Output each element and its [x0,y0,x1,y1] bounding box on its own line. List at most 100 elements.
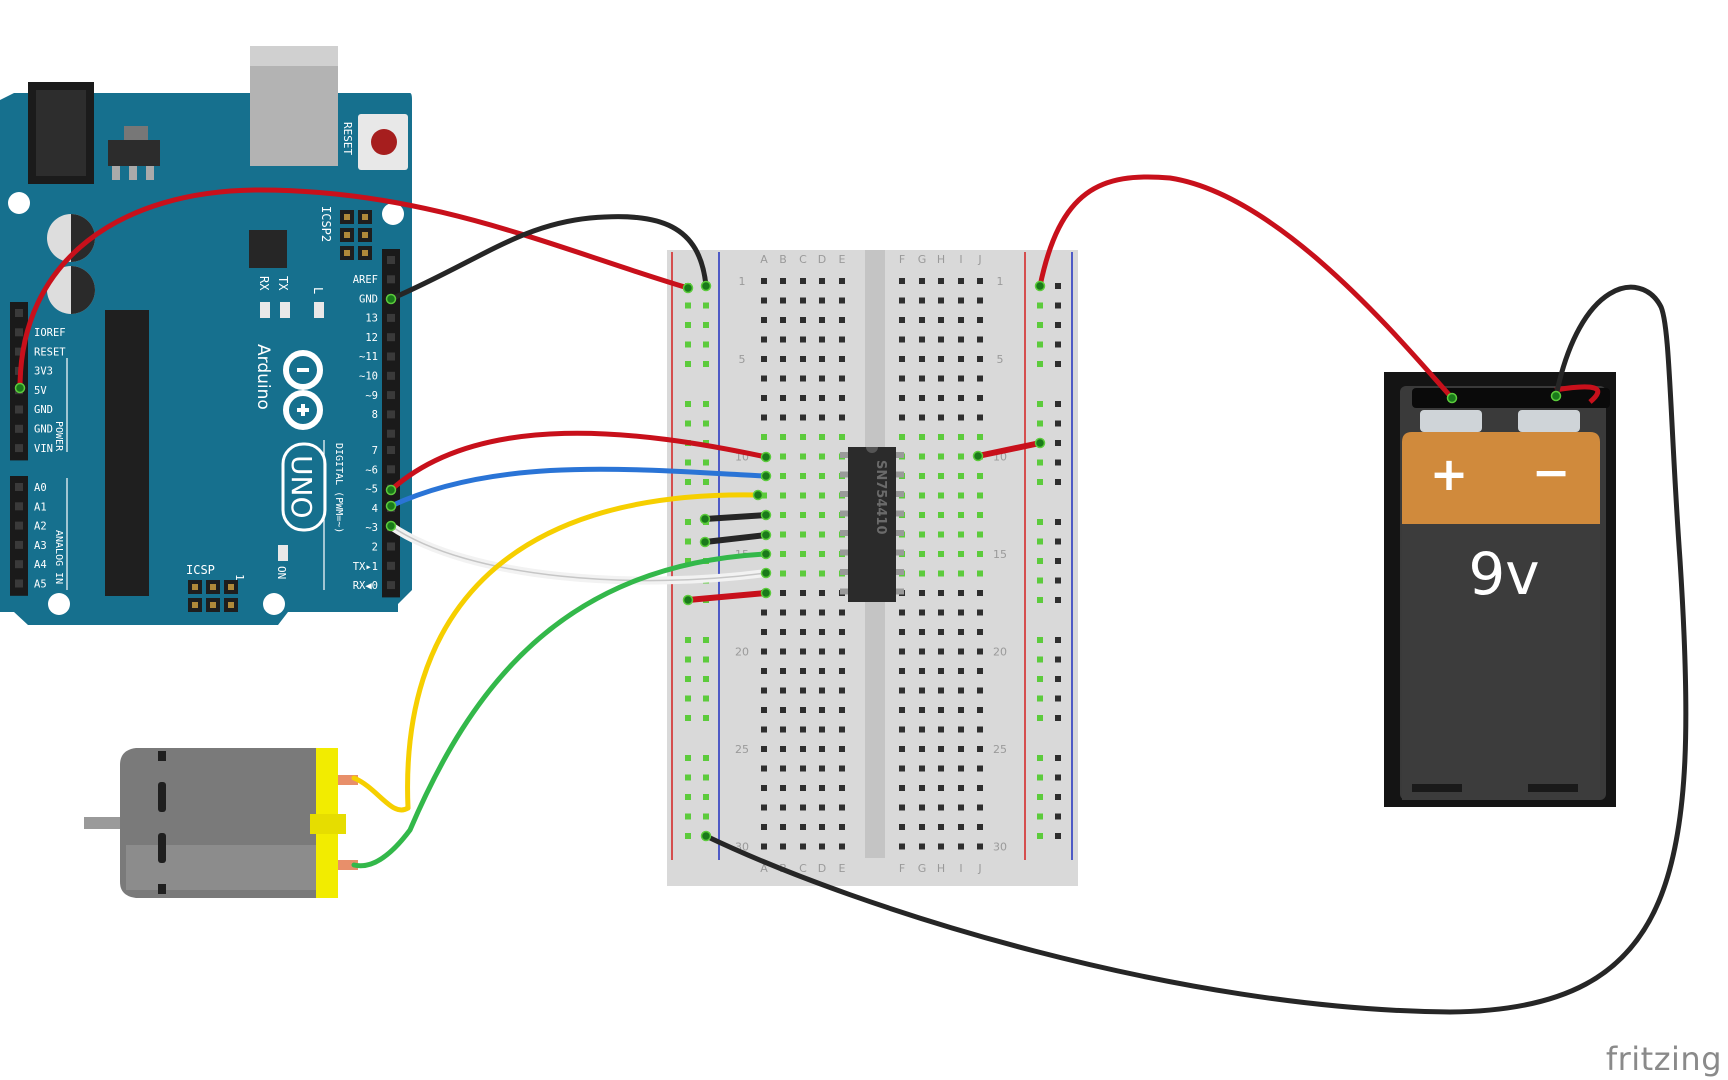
breadboard-hole [819,434,825,440]
rail-hole [1055,656,1061,663]
header-pin[interactable] [15,521,23,530]
breadboard-hole [819,590,825,596]
battery-strap [1554,384,1601,404]
breadboard-hole [819,356,825,362]
arduino-uno-board: RESET ICSP2 ICSP 1 RX TX L ON Arduino [0,46,412,625]
header-pin[interactable] [387,429,395,438]
reset-button-cap[interactable] [371,129,397,155]
breadboard-hole [919,375,925,382]
chip-pin [894,549,904,556]
breadboard-hole [819,512,825,518]
rail-hole [1037,637,1043,643]
battery-top [1402,432,1600,524]
breadboard-hole [800,648,806,655]
header-pin[interactable] [15,444,23,453]
chip-pin [840,452,850,458]
header-pin[interactable] [15,347,23,356]
rail-hole [703,341,709,348]
header-pin[interactable] [15,424,23,433]
rail-hole [703,420,709,427]
header-pin[interactable] [387,371,395,380]
breadboard-hole [800,336,806,343]
rail-hole [685,341,691,348]
breadboard-hole [919,590,925,596]
column-label: B [779,253,787,266]
header-pin[interactable] [387,410,395,419]
breadboard-hole [819,473,825,479]
rail-hole [1055,479,1061,485]
breadboard-hole [780,512,786,518]
arduino-brand: Arduino [253,344,273,410]
header-pin[interactable] [15,328,23,337]
header-pin[interactable] [15,579,23,588]
header-pin[interactable] [15,560,23,569]
header-pin[interactable] [387,561,395,570]
breadboard-hole [839,765,845,772]
rail-hole [703,774,709,781]
column-label: E [839,253,846,266]
breadboard-hole [938,687,944,694]
header-pin[interactable] [15,540,23,549]
breadboard-hole [919,336,925,343]
header-pin[interactable] [387,275,395,284]
breadboard-hole [780,629,786,635]
motor-terminal-top [338,775,358,785]
header-pin[interactable] [387,542,395,551]
connection-point [385,520,397,532]
header-pin[interactable] [387,313,395,322]
mounting-hole [8,192,30,214]
header-pin[interactable] [15,502,23,511]
breadboard-hole [958,629,964,635]
header-pin[interactable] [15,309,23,317]
header-pin[interactable] [387,581,395,590]
breadboard-hole [977,570,983,577]
breadboard-hole [780,356,786,362]
rail-hole [1037,794,1043,800]
header-pin[interactable] [387,465,395,474]
header-pin[interactable] [387,352,395,361]
row-number: 20 [735,646,749,659]
breadboard-hole [899,434,905,440]
connection-point [760,587,772,599]
breadboard-hole [761,765,767,772]
atmega-chip [105,310,149,596]
arduino-logo [283,350,323,430]
breadboard-hole [977,824,983,830]
breadboard-hole [919,434,925,440]
breadboard-hole [800,414,806,421]
analog-header [10,476,28,596]
header-pin[interactable] [387,446,395,454]
header-pin[interactable] [387,333,395,342]
breadboard-hole [977,278,983,284]
header-pin[interactable] [387,391,395,400]
on-label: ON [275,566,288,579]
breadboard-hole [958,668,964,674]
rail-hole [1037,676,1043,682]
header-pin[interactable] [15,405,23,414]
breadboard-hole [899,687,905,694]
rail-hole [703,695,709,702]
wires [17,174,1689,1015]
breadboard-hole [839,297,845,304]
column-label: J [977,862,981,875]
rail-hole [1037,401,1043,407]
rail-hole [685,302,691,309]
chip-pin [894,569,904,575]
row-number: 5 [739,353,746,366]
breadboard-hole [938,356,944,362]
header-pin[interactable] [387,256,395,264]
rail-hole [1055,558,1061,564]
connection-point [760,567,772,579]
chip-pin [894,510,904,517]
breadboard-hole [780,570,786,577]
connection-point [760,470,772,482]
breadboard-hole [800,785,806,791]
breadboard-hole [938,648,944,655]
breadboard-hole [977,492,983,499]
rail-hole [1037,774,1043,781]
breadboard-hole [977,785,983,791]
breadboard-hole [819,804,825,811]
rail-hole [685,695,691,702]
header-pin[interactable] [15,483,23,491]
breadboard-hole [938,590,944,596]
